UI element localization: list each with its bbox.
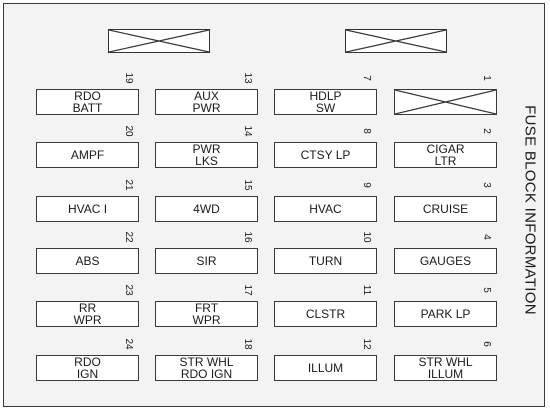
top-right-empty-slot xyxy=(345,29,447,53)
fuse-number: 11 xyxy=(361,284,372,296)
fuse-number: 16 xyxy=(242,231,253,243)
fuse-label: CRUISE xyxy=(422,202,469,216)
fuse-label: RDO xyxy=(74,355,101,369)
fuse-21: HVAC I xyxy=(36,196,139,222)
fuse-number: 15 xyxy=(242,179,253,191)
fuse-10: TURN xyxy=(274,248,377,274)
fuse-label: TURN xyxy=(308,254,343,268)
fuse-label: CIGAR xyxy=(426,142,465,156)
fuse-label: PARK LP xyxy=(420,307,471,321)
fuse-block-title: FUSE BLOCK INFORMATION xyxy=(521,105,539,315)
fuse-label-line2: WPR xyxy=(192,313,221,327)
fuse-3: CRUISE xyxy=(394,196,497,222)
top-left-empty-slot xyxy=(108,29,210,53)
fuse-number: 2 xyxy=(481,128,492,134)
fuse-label: STR WHL xyxy=(418,355,473,369)
fuse-number: 3 xyxy=(481,182,492,188)
fuse-number: 12 xyxy=(361,338,372,350)
fuse-label-line2: ILLUM xyxy=(427,367,464,381)
fuse-label: AUX xyxy=(194,89,219,103)
fuse-label-line2: LKS xyxy=(195,154,218,168)
fuse-label-line2: RDO IGN xyxy=(180,367,233,381)
fuse-number: 7 xyxy=(361,75,372,81)
fuse-number: 5 xyxy=(481,287,492,293)
fuse-9: HVAC xyxy=(274,196,377,222)
fuse-label: 4WD xyxy=(193,202,220,216)
fuse-label: RR xyxy=(78,301,97,315)
fuse-label-line2: WPR xyxy=(73,313,102,327)
empty-slot-x-icon xyxy=(395,90,496,114)
fuse-number: 23 xyxy=(123,284,134,296)
fuse-label: AMPF xyxy=(70,148,105,162)
fuse-label: HVAC I xyxy=(67,202,108,216)
empty-slot-x-icon xyxy=(109,30,209,52)
fuse-22: ABS xyxy=(36,248,139,274)
fuse-number: 18 xyxy=(242,338,253,350)
fuse-12: ILLUM xyxy=(274,355,377,381)
fuse-label: FRT xyxy=(194,301,219,315)
fuse-label: HVAC xyxy=(309,202,342,216)
fuse-5: PARK LP xyxy=(394,301,497,327)
fuse-label: PWR xyxy=(192,142,221,156)
fuse-label-line2: SW xyxy=(315,101,336,115)
fuse-number: 14 xyxy=(242,125,253,137)
fuse-label: CLSTR xyxy=(305,307,346,321)
fuse-number: 17 xyxy=(242,284,253,296)
empty-slot-x-icon xyxy=(346,30,446,52)
fuse-label: SIR xyxy=(196,254,217,268)
fuse-number: 8 xyxy=(361,128,372,134)
fuse-number: 19 xyxy=(123,72,134,84)
fuse-label: ILLUM xyxy=(307,361,344,375)
fuse-number: 10 xyxy=(361,231,372,243)
fuse-label-line2: PWR xyxy=(192,101,221,115)
fuse-label-line2: IGN xyxy=(76,367,99,381)
fuse-number: 24 xyxy=(123,338,134,350)
fuse-label-line2: LTR xyxy=(434,154,457,168)
fuse-15: 4WD xyxy=(155,196,258,222)
fuse-number: 20 xyxy=(123,125,134,137)
fuse-number: 1 xyxy=(481,75,492,81)
fuse-1 xyxy=(394,89,497,115)
fuse-label: STR WHL xyxy=(179,355,234,369)
fuse-20: AMPF xyxy=(36,142,139,168)
fuse-label-line2: BATT xyxy=(72,101,103,115)
fuse-11: CLSTR xyxy=(274,301,377,327)
fuse-16: SIR xyxy=(155,248,258,274)
fuse-label: RDO xyxy=(74,89,101,103)
fuse-number: 21 xyxy=(123,179,134,191)
fuse-8: CTSY LP xyxy=(274,142,377,168)
fuse-label: HDLP xyxy=(309,89,342,103)
fuse-label: GAUGES xyxy=(419,254,472,268)
fuse-label: ABS xyxy=(75,254,100,268)
fuse-number: 22 xyxy=(123,231,134,243)
fuse-label: CTSY LP xyxy=(300,148,351,162)
fuse-number: 6 xyxy=(481,341,492,347)
fuse-number: 4 xyxy=(481,234,492,240)
fuse-number: 9 xyxy=(361,182,372,188)
fuse-4: GAUGES xyxy=(394,248,497,274)
fuse-number: 13 xyxy=(242,72,253,84)
